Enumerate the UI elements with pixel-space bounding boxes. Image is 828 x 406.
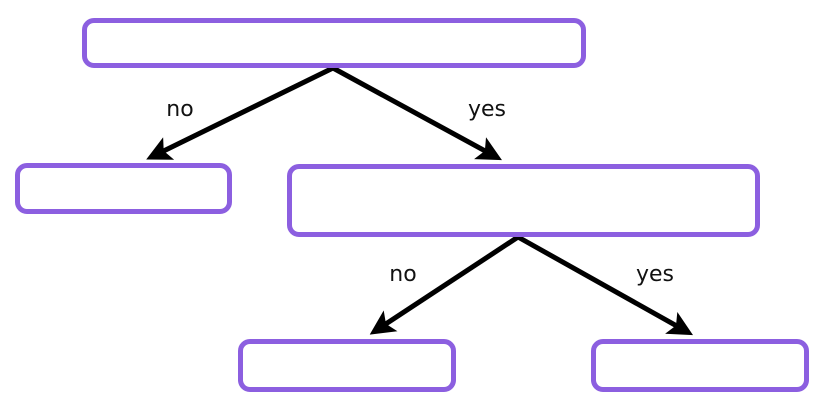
edge-branch-no xyxy=(369,234,520,335)
edge-label-edge-root-yes: yes xyxy=(467,97,507,122)
node-root[interactable] xyxy=(82,18,586,68)
node-leaf-sub-yes[interactable] xyxy=(591,339,809,392)
node-branch-yes[interactable] xyxy=(287,164,760,237)
node-leaf-no[interactable] xyxy=(15,163,232,214)
edge-label-edge-root-no: no xyxy=(166,97,194,122)
edge-root-yes xyxy=(331,65,502,161)
edge-root-no xyxy=(146,65,335,160)
node-leaf-sub-no[interactable] xyxy=(238,339,456,392)
edge-label-edge-branch-no: no xyxy=(389,262,417,287)
edge-lines-group xyxy=(146,65,694,336)
edge-branch-yes xyxy=(516,234,694,336)
edge-label-edge-branch-yes: yes xyxy=(635,262,675,287)
